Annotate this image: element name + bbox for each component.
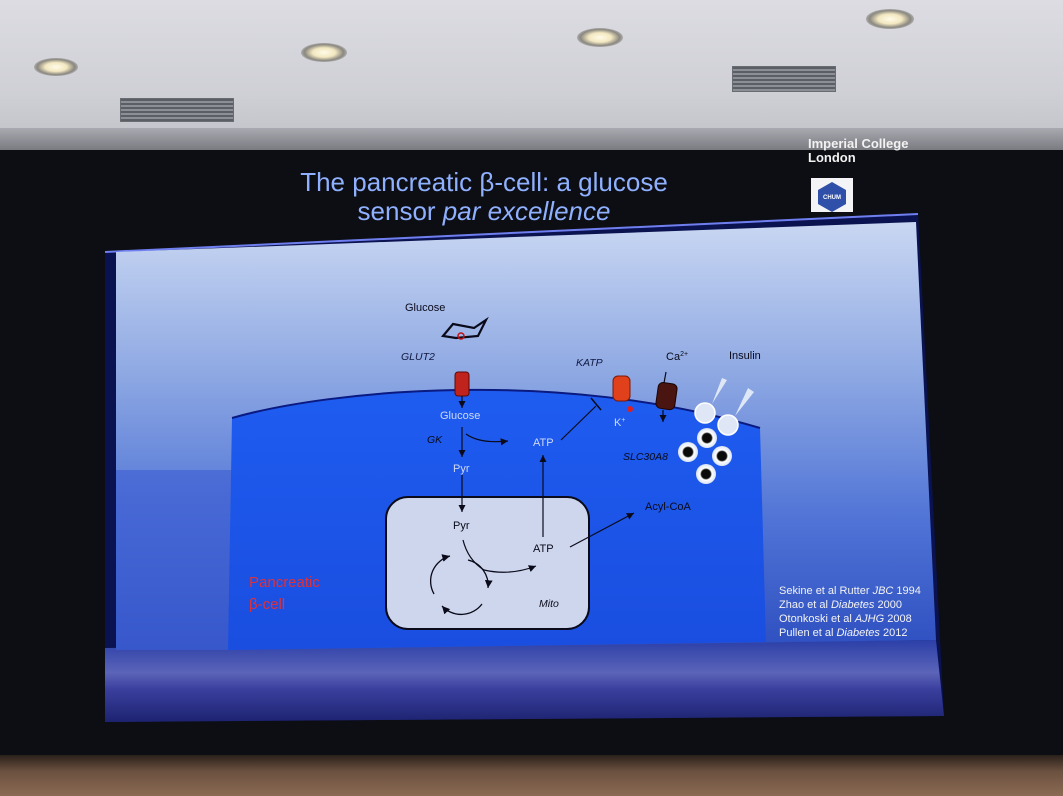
slide-footer-band — [105, 640, 944, 722]
ceiling-light — [301, 43, 347, 62]
label-gk: GK — [427, 434, 443, 446]
insulin-granule-icon — [712, 446, 732, 466]
label-glut2: GLUT2 — [401, 351, 435, 363]
diagram-panel-shade — [116, 470, 236, 650]
tca-cycle-arrow — [441, 603, 483, 616]
calcium-symbol: Ca — [666, 351, 681, 363]
slide-top-rule — [104, 213, 919, 253]
exocytosis-granule-icon — [717, 414, 739, 436]
atp-inhibition-bar — [590, 397, 602, 411]
label-glucose-extracellular: Glucose — [405, 302, 445, 314]
label-potassium: K+ — [614, 417, 625, 429]
chum-logo-hexagon — [818, 182, 846, 212]
label-glucose-intracellular: Glucose — [440, 410, 480, 422]
title-text-italic: par excellence — [442, 196, 611, 226]
reference-item: Zhao et al Diabetes 2000 — [779, 599, 902, 611]
exocytosis-granule-icon — [694, 402, 716, 424]
floor — [0, 755, 1063, 796]
potassium-charge: + — [621, 417, 625, 424]
institution-name-line2: London — [808, 150, 856, 165]
chum-logo-text: CHUM — [823, 195, 841, 201]
reference-item: Otonkoski et al AJHG 2008 — [779, 613, 912, 625]
cell-label-line1: Pancreatic — [249, 574, 320, 591]
katp-channel-icon — [612, 375, 631, 402]
title-text-plain: sensor — [358, 196, 443, 226]
potassium-symbol: K — [614, 417, 622, 429]
label-katp: KATP — [576, 357, 603, 369]
insulin-release-icon — [712, 378, 727, 404]
ceiling-light — [577, 28, 623, 47]
label-mito: Mito — [539, 598, 559, 610]
tca-cycle-arrow — [467, 559, 493, 589]
slide-title-line1: The pancreatic β-cell: a glucose — [300, 167, 668, 197]
ceiling-light — [34, 58, 78, 76]
pyr-to-atp-arrow — [462, 539, 537, 573]
slide-title-line2: sensor par excellence — [358, 196, 611, 226]
institution-name-line1: Imperial College — [808, 136, 908, 151]
insulin-granule-icon — [678, 442, 698, 462]
atp-inhibits-katp-line — [560, 405, 597, 441]
gk-to-atp-arrow — [465, 433, 509, 446]
insulin-granule-icon — [696, 464, 716, 484]
mitochondrion — [385, 496, 590, 630]
ceiling-vent — [732, 66, 836, 92]
tca-cycle-arrow — [429, 554, 451, 595]
insulin-granule-icon — [697, 428, 717, 448]
reference-item: Sekine et al Rutter JBC 1994 — [779, 585, 921, 597]
label-acyl-coa: Acyl-CoA — [645, 501, 692, 513]
calcium-charge: 2+ — [680, 351, 688, 358]
label-calcium: Ca2+ — [666, 351, 688, 363]
ceiling-light — [866, 9, 914, 29]
calcium-entry-line — [663, 371, 667, 384]
glut2-transporter-icon — [454, 371, 470, 397]
calcium-channel-icon — [655, 382, 678, 411]
ceiling-vent — [120, 98, 234, 122]
label-insulin: Insulin — [729, 350, 761, 362]
label-atp-cytosol: ATP — [533, 437, 554, 449]
label-pyr-mito: Pyr — [453, 520, 470, 532]
potassium-ion-icon — [627, 406, 633, 412]
label-pyr-cytosol: Pyr — [453, 463, 470, 475]
glucose-oxygen-icon — [457, 332, 465, 340]
glucose-molecule-icon — [440, 316, 489, 340]
atp-to-acylcoa-arrow — [569, 512, 635, 548]
label-atp-mito: ATP — [533, 543, 554, 555]
insulin-release-icon — [735, 388, 754, 416]
label-slc30a8: SLC30A8 — [623, 451, 668, 463]
cell-label-line2: β-cell — [249, 596, 285, 613]
reference-item: Pullen et al Diabetes 2012 — [779, 627, 907, 639]
